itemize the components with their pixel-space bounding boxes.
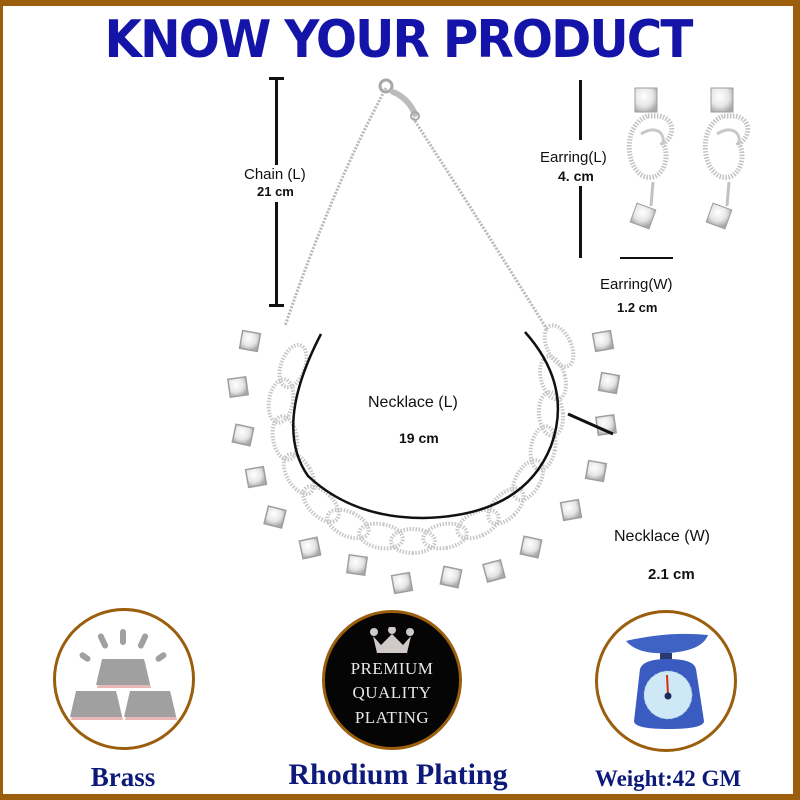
page-title: KNOW YOUR PRODUCT [104, 10, 693, 70]
necklace-photo [226, 78, 751, 595]
badge-line-2: QUALITY [352, 683, 432, 702]
feature-label-weight: Weight:42 GM [594, 766, 742, 791]
necklace-width-value: 2.1 cm [648, 566, 695, 583]
necklace-width-label: Necklace (W) [614, 528, 711, 545]
weighing-scale-icon [595, 610, 737, 752]
premium-crown-badge-icon: PREMIUM QUALITY PLATING [322, 610, 462, 750]
feature-label-brass: Brass [90, 762, 156, 792]
earring-width-label: Earring(W) [600, 276, 673, 293]
necklace-length-value: 19 cm [399, 430, 439, 446]
chain-length-label: Chain (L) [244, 166, 306, 183]
earrings-photo [626, 87, 751, 230]
dimension-line [579, 80, 582, 140]
feature-label-rhodium: Rhodium Plating [288, 758, 508, 791]
dimension-line [275, 202, 278, 306]
dimension-line [620, 257, 673, 259]
badge-line-1: PREMIUM [350, 659, 434, 678]
dimension-line [579, 186, 582, 258]
badge-line-3: PLATING [354, 708, 430, 727]
dimension-line [275, 77, 278, 165]
necklace-length-label: Necklace (L) [368, 394, 458, 411]
earring-width-value: 1.2 cm [617, 300, 658, 315]
earring-length-value: 4. cm [558, 168, 594, 184]
brass-bars-icon [53, 608, 195, 750]
chain-length-value: 21 cm [257, 184, 294, 199]
earring-length-label: Earring(L) [540, 149, 607, 166]
dimension-cap [269, 304, 284, 307]
crown-icon [370, 627, 414, 653]
